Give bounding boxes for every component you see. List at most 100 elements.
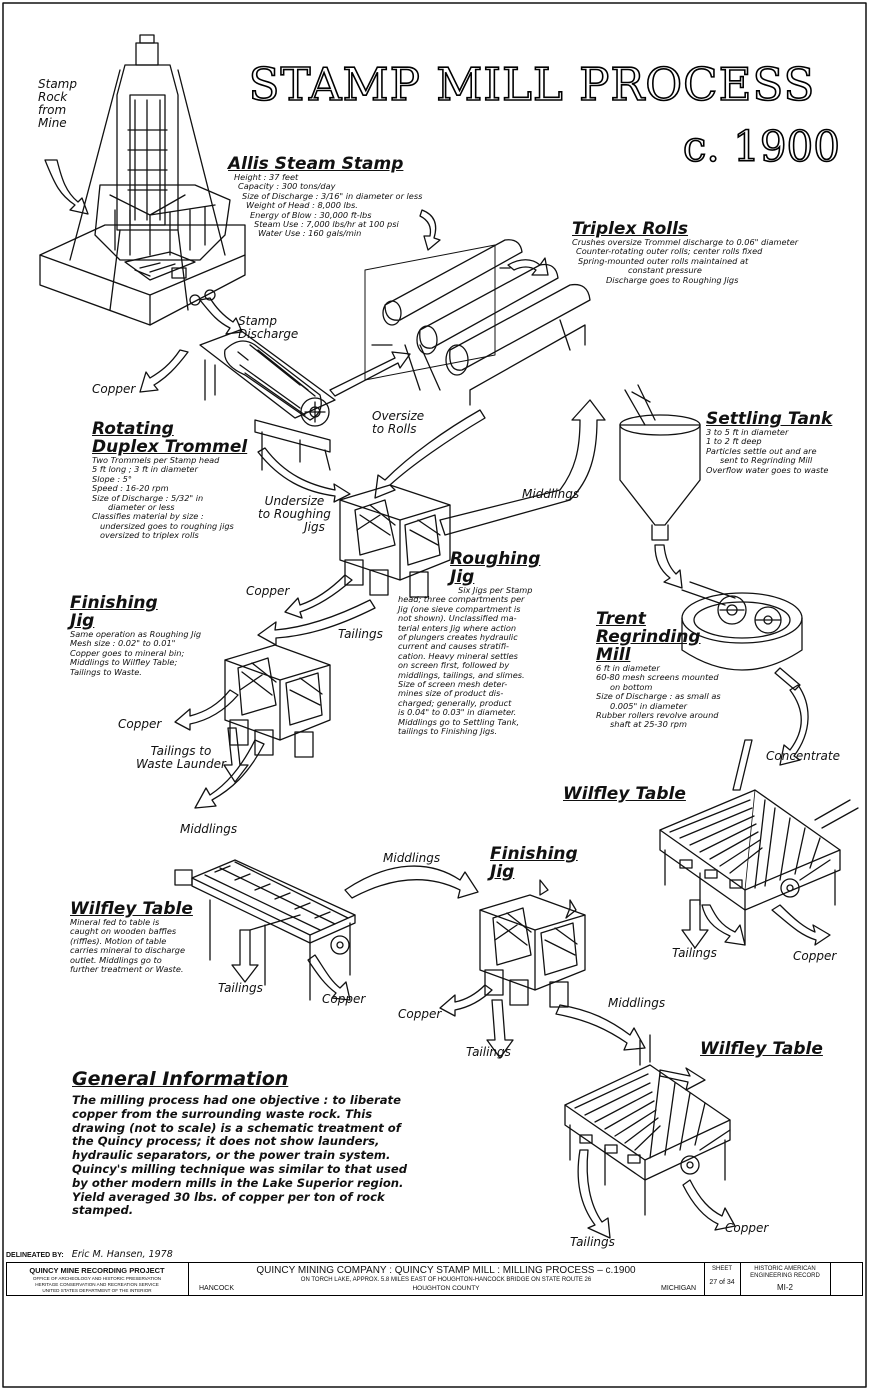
stamp-spec: Height : 37 feet (234, 172, 299, 182)
trommel-spec: oversized to triplex rolls (100, 530, 199, 541)
rolls-spec: constant pressure (628, 265, 702, 276)
title-block-state: MICHIGAN (661, 1285, 696, 1292)
wilfley-table-left (174, 859, 356, 1001)
finishing-spec: Same operation as Roughing Jig (70, 629, 202, 639)
haer-line: HISTORIC AMERICAN (754, 1266, 816, 1272)
stamp-spec: Size of Discharge : 3/16" in diameter or… (242, 190, 423, 201)
oversize-label: Oversize to Rolls (372, 409, 425, 436)
settling-spec: Particles settle out and are (706, 445, 817, 456)
wilfley-heading-right: Wilfley Table (563, 785, 686, 803)
haer-cell: HISTORIC AMERICAN ENGINEERING RECORD MI-… (741, 1263, 831, 1295)
stamp-spec-block: Allis Steam Stamp Height : 37 feet Capac… (228, 155, 422, 239)
wilfley-table-right (659, 789, 859, 946)
settling-spec-block: Settling Tank 3 to 5 ft in diameter 1 to… (706, 410, 832, 475)
copper-label-jig-lower: Copper (398, 1007, 442, 1021)
roughing-spec: head; three compartments per (398, 594, 525, 605)
tailings-label-wilfley-left: Tailings (218, 981, 263, 995)
haer-number: MI-2 (777, 1283, 793, 1292)
trent-spec: Size of Discharge : as small as (596, 691, 721, 702)
trent-heading: Mill (596, 645, 631, 665)
trommel-spec: diameter or less (108, 502, 175, 513)
wilfley-heading: Wilfley Table (700, 1039, 823, 1059)
page-title: STAMP MILL PROCESS (248, 57, 816, 112)
trommel-spec-block: Rotating Duplex Trommel Two Trommels per… (92, 420, 247, 541)
stamp-spec: Water Use : 160 gals/min (258, 228, 362, 239)
page-date: c. 1900 (682, 121, 841, 172)
wilfley-spec: Mineral fed to table is (70, 917, 160, 927)
settling-spec: sent to Regrinding Mill (720, 455, 813, 466)
general-info-heading: General Information (72, 1068, 289, 1090)
undersize-label: Undersize to Roughing Jigs (258, 494, 331, 534)
roughing-spec: Jig (one sieve compartment is (398, 603, 521, 614)
wilfley-table-lower (564, 1034, 731, 1216)
finishing-heading: Jig (70, 611, 95, 631)
roughing-spec: charged; generally, product (398, 697, 512, 708)
roughing-spec: Size of screen mesh deter- (398, 679, 508, 690)
trommel-spec: Speed : 16-20 rpm (92, 483, 169, 494)
main-title-cell: QUINCY MINING COMPANY : QUINCY STAMP MIL… (189, 1263, 705, 1295)
roughing-spec: current and causes stratifi- (398, 641, 509, 652)
middlings-label-wilfley: Middlings (383, 851, 441, 865)
wilfley-spec: carries mineral to discharge (70, 945, 186, 956)
stamp-discharge-label: Stamp Discharge (238, 314, 299, 341)
finishing-heading: Finishing (490, 844, 578, 864)
trent-spec: 0.005" in diameter (610, 700, 687, 711)
trent-heading: Regrinding (596, 627, 701, 647)
trent-spec: shaft at 25-30 rpm (610, 719, 687, 730)
sheet-label: SHEET (711, 1266, 732, 1272)
wilfley-spec: (riffles). Motion of table (70, 935, 167, 946)
haer-line: ENGINEERING RECORD (750, 1273, 820, 1279)
wilfley-heading: Wilfley Table (70, 899, 193, 919)
tailings-label-wilfley-right: Tailings (672, 946, 717, 960)
sheet-cell: SHEET 27 of 34 (705, 1263, 741, 1295)
trommel-heading: Duplex Trommel (92, 437, 248, 457)
rolls-spec: Discharge goes to Roughing Jigs (606, 274, 739, 285)
finishing-jig-lower (479, 879, 586, 1008)
trent-spec: on bottom (610, 681, 653, 692)
stamp-spec: Capacity : 300 tons/day (238, 181, 336, 192)
roughing-spec: tailings to Finishing Jigs. (398, 726, 498, 737)
middlings-label-jig-lower: Middlings (608, 996, 666, 1010)
finishing-heading-lower: Finishing Jig (490, 845, 578, 881)
settling-spec: 3 to 5 ft in diameter (706, 427, 789, 437)
discharge-arrow (199, 297, 243, 335)
roughing-spec: terial enters Jig where action (398, 622, 517, 633)
roughing-spec: is 0.04" to 0.03" in diameter. (398, 707, 517, 718)
stamp-spec: Steam Use : 7,000 lbs/hr at 100 psi (254, 219, 399, 230)
tailings-waste-label: Tailings to Waste Launder (136, 744, 226, 771)
trommel-spec: Classifies material by size : (92, 511, 204, 522)
finishing-spec: Copper goes to mineral bin; (70, 647, 185, 658)
middlings-label-finishing: Middlings (180, 822, 238, 836)
trommel-spec: Size of Discharge : 5/32" in (92, 492, 204, 503)
finishing-spec: Tailings to Waste. (70, 666, 142, 677)
settling-tank-machine (619, 384, 701, 541)
wilfley-spec-block: Wilfley Table Mineral fed to table is ca… (70, 900, 193, 974)
roughing-spec: Six Jigs per Stamp (458, 585, 533, 595)
roughing-heading: Jig (450, 567, 475, 587)
rolls-heading: Triplex Rolls (572, 219, 689, 239)
finishing-spec: Middlings to Wilfley Table; (70, 657, 178, 668)
tailings-label-jig-lower: Tailings (466, 1045, 511, 1059)
finishing-spec: Mesh size : 0.02" to 0.01" (70, 638, 176, 649)
copper-label-wilfley-lower: Copper (725, 1221, 769, 1235)
rolls-spec-block: Triplex Rolls Crushes oversize Trommel d… (572, 220, 798, 285)
rolls-spec: Crushes oversize Trommel discharge to 0.… (572, 237, 799, 247)
stamp-spec: Energy of Blow : 30,000 ft-lbs (250, 209, 372, 220)
office-line: HERITAGE CONSERVATION AND RECREATION SER… (35, 1282, 159, 1287)
concentrate-label: Concentrate (766, 749, 840, 763)
title-block-city: HANCOCK (199, 1285, 235, 1292)
project-name: QUINCY MINE RECORDING PROJECT (29, 1266, 165, 1275)
office-line: UNITED STATES DEPARTMENT OF THE INTERIOR (42, 1288, 152, 1293)
delineated-name: Eric M. Hansen, 1978 (71, 1249, 173, 1260)
trent-spec: Rubber rollers revolve around (596, 710, 719, 721)
trent-heading: Trent (596, 609, 646, 629)
finishing-jig-upper (224, 644, 331, 758)
roughing-spec: mines size of product dis- (398, 688, 504, 699)
trent-mill-machine (681, 581, 803, 691)
roughing-spec: middlings, tailings, and slimes. (398, 669, 525, 680)
rolls-spec: Counter-rotating outer rolls; center rol… (576, 246, 763, 257)
delineated-label: DELINEATED BY: (6, 1252, 64, 1259)
sheet-value: 27 of 34 (709, 1279, 735, 1286)
